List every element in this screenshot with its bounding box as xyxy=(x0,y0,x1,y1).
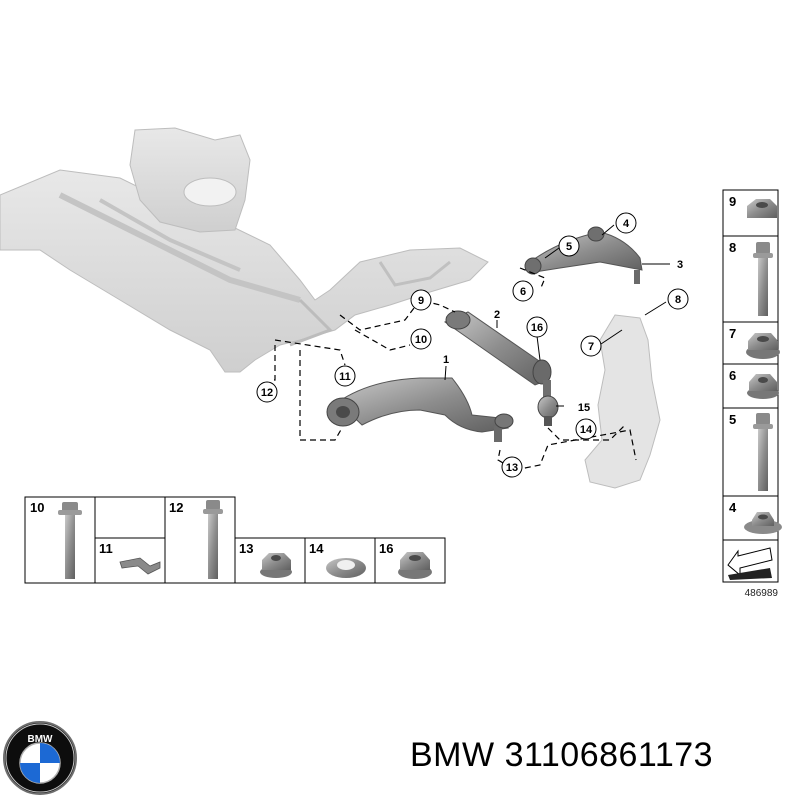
nut-16-icon xyxy=(398,552,432,579)
part-4-number: 4 xyxy=(729,500,737,515)
callout-11-label: 11 xyxy=(339,371,351,383)
part-3-upper-wishbone xyxy=(524,226,643,284)
flange-nut-4-icon xyxy=(744,512,782,534)
part-13-number: 13 xyxy=(239,541,253,556)
front-subframe xyxy=(0,127,489,373)
callout-4: 4 xyxy=(615,212,637,234)
bmw-roundel-icon: BMW xyxy=(3,721,77,795)
part-12-number: 12 xyxy=(169,500,183,515)
bolt-5-icon xyxy=(753,413,773,491)
callout-8-label: 8 xyxy=(675,294,681,306)
callout-11: 11 xyxy=(334,365,356,387)
callout-3-label: 3 xyxy=(677,259,683,271)
part-14-number: 14 xyxy=(309,541,324,556)
callout-2: 2 xyxy=(494,309,500,321)
callout-13: 13 xyxy=(501,456,523,478)
assembly-leaders xyxy=(270,267,637,471)
diagram-reference-number: 486989 xyxy=(745,588,779,599)
callout-15: 15 xyxy=(578,402,590,414)
nut-6-icon xyxy=(747,374,779,399)
part-9-number: 9 xyxy=(729,194,736,209)
part-16-number: 16 xyxy=(379,541,393,556)
bolt-8-icon xyxy=(753,242,773,316)
callout-16: 16 xyxy=(526,316,548,338)
part-5-number: 5 xyxy=(729,412,736,427)
steering-knuckle xyxy=(584,314,661,489)
part-2-tension-strut xyxy=(443,310,552,386)
callout-5: 5 xyxy=(558,235,580,257)
callout-7: 7 xyxy=(580,335,602,357)
callout-12-label: 12 xyxy=(261,387,273,399)
front-direction-arrow-icon xyxy=(727,547,773,580)
callout-16-label: 16 xyxy=(531,322,543,334)
part-number: 31106861173 xyxy=(504,736,714,774)
callouts: 1 2 3 4 5 6 7 8 9 10 11 12 xyxy=(256,212,689,478)
callout-10: 10 xyxy=(410,328,432,350)
callout-1: 1 xyxy=(443,354,449,366)
callout-1-label: 1 xyxy=(443,354,449,366)
bmw-logo-letters: BMW xyxy=(28,734,54,745)
brand-name: BMW xyxy=(410,736,495,774)
leader-lines xyxy=(444,224,670,407)
washer-14-icon xyxy=(326,558,366,578)
bolt-10-icon xyxy=(58,502,82,579)
callout-9: 9 xyxy=(410,289,432,311)
part-11-number: 11 xyxy=(99,541,113,556)
nut-9-icon xyxy=(747,199,777,218)
right-parts-table: 9 8 7 6 5 4 xyxy=(722,189,782,599)
part-8-number: 8 xyxy=(729,240,736,255)
part-10-number: 10 xyxy=(30,500,44,515)
callout-2-label: 2 xyxy=(494,309,500,321)
callout-14: 14 xyxy=(575,418,597,440)
callout-5-label: 5 xyxy=(566,241,572,253)
callout-9-label: 9 xyxy=(418,295,424,307)
callout-15-label: 15 xyxy=(578,402,590,414)
callout-7-label: 7 xyxy=(588,341,594,353)
callout-10-label: 10 xyxy=(415,334,427,346)
part-1-wishbone xyxy=(326,377,514,442)
callout-4-label: 4 xyxy=(623,218,630,230)
callout-8: 8 xyxy=(667,288,689,310)
part-6-number: 6 xyxy=(729,368,736,383)
nut-7-icon xyxy=(746,333,780,359)
callout-14-label: 14 xyxy=(580,424,593,436)
part-15-ball-joint xyxy=(537,380,559,426)
bottom-parts-table: 10 11 12 13 14 16 xyxy=(24,496,446,584)
callout-6: 6 xyxy=(512,280,534,302)
callout-3: 3 xyxy=(677,259,683,271)
callout-6-label: 6 xyxy=(520,286,526,298)
bolt-12-icon xyxy=(203,500,223,579)
callout-12: 12 xyxy=(256,381,278,403)
callout-13-label: 13 xyxy=(506,462,518,474)
part-7-number: 7 xyxy=(729,326,736,341)
bracket-11-icon xyxy=(119,557,161,575)
nut-13-icon xyxy=(260,553,292,578)
